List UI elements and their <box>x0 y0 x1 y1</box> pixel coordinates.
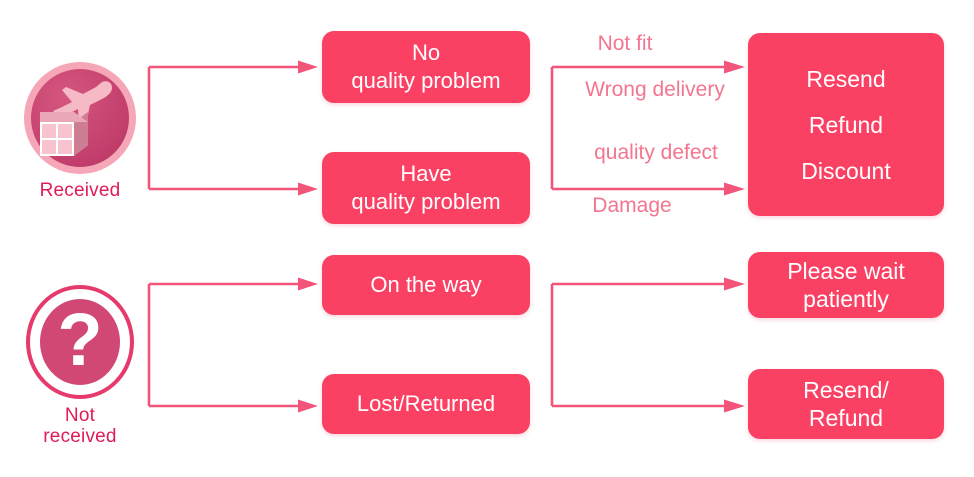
status-not-received[interactable]: ? Not received <box>0 283 160 447</box>
box-please-wait-line1: Please wait <box>787 258 905 284</box>
box-on-the-way[interactable]: On the way <box>322 255 530 315</box>
icon-outer-ring <box>26 285 134 399</box>
icon-inner-disc <box>40 299 120 385</box>
box-resolution-line1: Resend <box>806 65 886 92</box>
status-received[interactable]: Received <box>0 62 160 201</box>
box-please-wait[interactable]: Please wait patiently <box>748 252 944 318</box>
box-please-wait-line2: patiently <box>803 286 889 312</box>
box-resend-refund[interactable]: Resend/ Refund <box>748 369 944 439</box>
mid-label-not-fit: Not fit <box>597 32 653 55</box>
box-no-quality-problem-line1: No <box>411 40 441 65</box>
box-have-quality-problem-line1: Have <box>400 161 452 186</box>
box-resend-refund-line1: Resend/ <box>803 377 889 403</box>
status-not-received-label-line1: Not <box>64 405 96 426</box>
connector-shipping-to-outcome <box>549 277 759 413</box>
mid-label-quality-defect: quality defect <box>594 141 718 164</box>
box-no-quality-problem-line2: quality problem <box>351 68 501 93</box>
question-mark-glyph: ? <box>57 298 103 381</box>
mid-label-wrong-delivery: Wrong delivery <box>585 78 725 101</box>
box-have-quality-problem[interactable]: Have quality problem <box>322 152 530 224</box>
question-mark-circle-icon: ? <box>24 283 136 401</box>
package-airplane-icon <box>24 62 136 174</box>
status-received-label: Received <box>39 180 121 201</box>
box-resend-refund-line2: Refund <box>808 405 884 431</box>
box-on-the-way-line1: On the way <box>370 272 482 297</box>
connector-received-branch <box>146 60 326 196</box>
airplane-glyph <box>53 81 112 127</box>
status-not-received-label-line2: received <box>43 426 117 447</box>
box-resolution-options[interactable]: Resend Refund Discount <box>748 33 944 216</box>
mid-label-damage: Damage <box>592 194 672 217</box>
box-resolution-line3: Discount <box>801 157 891 184</box>
box-lost-returned-line1: Lost/Returned <box>356 391 496 416</box>
connector-quality-to-resolution <box>549 60 759 196</box>
box-no-quality-problem[interactable]: No quality problem <box>322 31 530 103</box>
box-have-quality-problem-line2: quality problem <box>351 189 501 214</box>
box-lost-returned[interactable]: Lost/Returned <box>322 374 530 434</box>
box-resolution-line2: Refund <box>808 111 884 138</box>
parcel-glyph <box>40 112 94 164</box>
connector-not-received-branch <box>146 277 326 413</box>
